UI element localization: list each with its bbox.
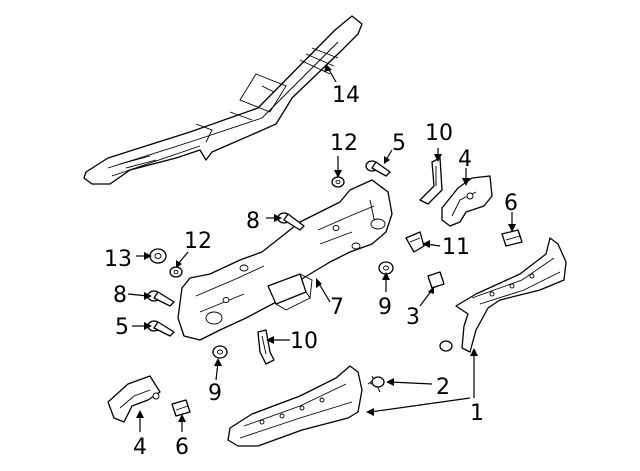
callout-3: 3: [406, 305, 420, 330]
callout-11: 11: [442, 235, 470, 260]
callout-9-upper: 9: [378, 295, 392, 320]
callout-10-upper: 10: [425, 121, 453, 146]
part-6-clip-upper: [501, 229, 523, 247]
part-13-nut: [149, 248, 167, 264]
part-6-clip-lower: [171, 399, 191, 417]
part-12-washer-lower: [169, 266, 183, 278]
callout-6-lower: 6: [175, 435, 189, 460]
part-10-strap-lower: [257, 329, 275, 365]
callout-4-upper: 4: [458, 147, 472, 172]
callout-14: 14: [332, 83, 360, 108]
part-1-end-step-right: [455, 237, 567, 353]
callout-labels: 1 2 3 4 4 5 5 6 6 7 8 8 9 9 10 10 11 12 …: [104, 83, 518, 460]
callout-12-lower: 12: [184, 229, 212, 254]
callout-13: 13: [104, 247, 132, 272]
callout-5-upper: 5: [392, 131, 406, 156]
part-7-bumper-bracket: [177, 179, 393, 341]
part-1-end-step-lower: [227, 365, 363, 447]
part-9-nut-lower: [212, 345, 228, 359]
callout-6-upper: 6: [504, 191, 518, 216]
part-5-bolt-lower: [147, 320, 175, 337]
part-9-nut-upper: [378, 261, 394, 275]
arrowheads: [136, 64, 516, 422]
part-8-bolt-lower: [147, 290, 175, 307]
callout-7: 7: [330, 295, 344, 320]
part-11-clip: [405, 231, 425, 253]
callout-8-upper: 8: [246, 209, 260, 234]
part-2-bolt: [367, 340, 453, 393]
part-14-step-pad: [83, 15, 363, 185]
part-5-bolt-upper: [365, 160, 391, 177]
part-3-clip: [427, 271, 445, 289]
callout-5-lower: 5: [115, 315, 129, 340]
callout-2: 2: [436, 375, 450, 400]
callout-12-upper: 12: [330, 131, 358, 156]
callout-4-lower: 4: [133, 435, 147, 460]
part-4-bracket-lower: [107, 375, 161, 423]
part-12-washer-upper: [331, 176, 345, 188]
callout-8-lower: 8: [113, 283, 127, 308]
callout-10-lower: 10: [290, 329, 318, 354]
part-10-strap-upper: [419, 157, 443, 205]
callout-1: 1: [470, 401, 484, 426]
callout-9-lower: 9: [208, 381, 222, 406]
